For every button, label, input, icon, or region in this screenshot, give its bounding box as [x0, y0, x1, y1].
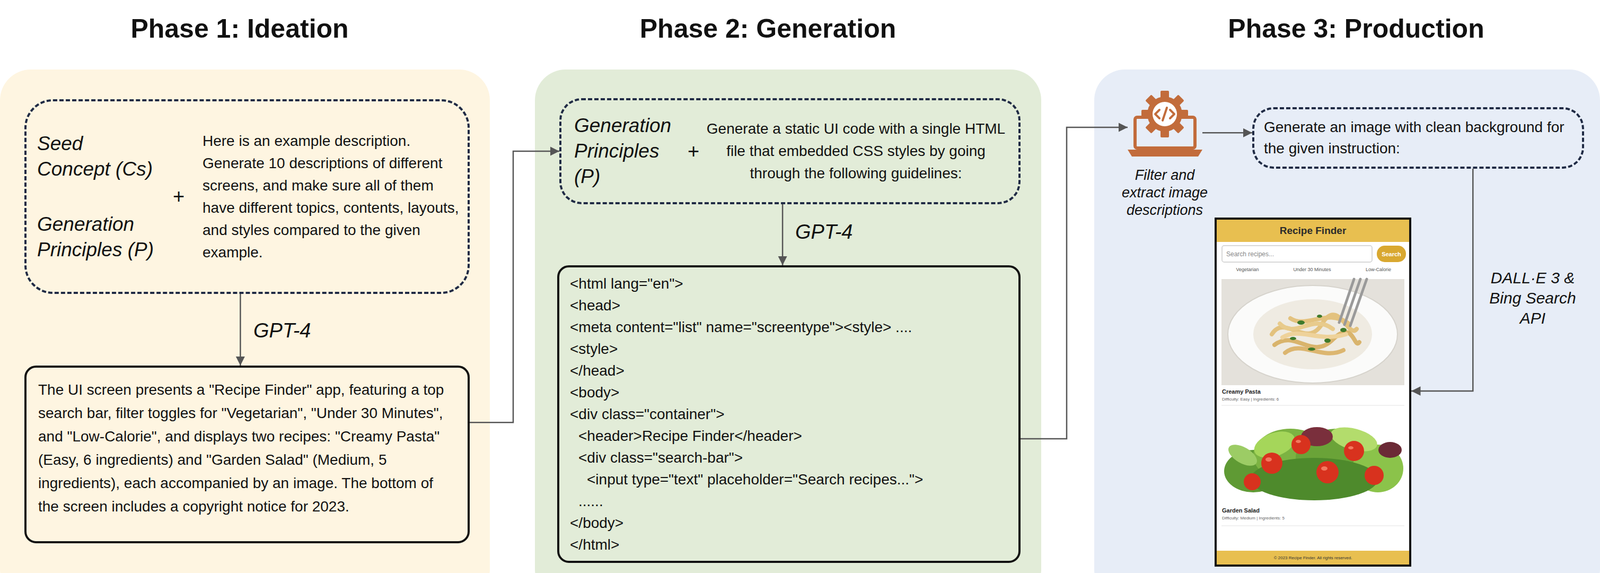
- screen-text: Difficulty: Medium | Ingredients: 5: [1222, 515, 1285, 521]
- plus-sign: +: [682, 139, 705, 163]
- edge-label: DALL·E 3 & Bing Search API: [1487, 267, 1578, 329]
- icon-caption-wrap: Filter and extract image descriptions: [1114, 166, 1216, 219]
- body-text: Generate an image with clean background …: [1263, 116, 1573, 160]
- concept-label: Seed Concept (Cs): [37, 130, 155, 182]
- screen-text-wrap: Creamy Pasta: [1222, 387, 1382, 396]
- screen-text: Search: [1381, 250, 1402, 258]
- code-line: <input type="text" placeholder="Search r…: [569, 468, 1008, 490]
- screen-text: Under 30 Minutes: [1293, 266, 1331, 272]
- edge-label-wrap: DALL·E 3 & Bing Search API: [1487, 267, 1578, 329]
- code-line: </body>: [569, 511, 1008, 534]
- filter-icon: Filter and extract image descriptions: [1127, 89, 1203, 158]
- code-line: <header>Recipe Finder</header>: [569, 424, 1008, 447]
- code-line: </html>: [569, 533, 1008, 556]
- plus-sign: +: [154, 185, 203, 208]
- prompt-text: Here is an example description. Generate…: [202, 129, 460, 264]
- code-box: <html lang="en"><head><meta content="lis…: [557, 265, 1021, 563]
- screen-text: Difficulty: Easy | Ingredients: 6: [1222, 396, 1279, 402]
- screen-text-wrap: Garden Salad: [1222, 505, 1382, 515]
- title-wrap: Phase 2: Generation: [514, 13, 1022, 45]
- screen-text: Garden Salad: [1222, 506, 1260, 514]
- connector: [239, 293, 242, 366]
- screen-text-wrap: Search: [1376, 245, 1406, 262]
- screen-text: Search recipes...: [1226, 250, 1274, 258]
- label-column: Generation Principles (P): [574, 112, 683, 190]
- screen-text-wrap: Under 30 Minutes: [1280, 265, 1344, 274]
- concept-label: Generation Principles (P): [37, 211, 155, 263]
- screen-text-wrap: Recipe Finder: [1216, 219, 1410, 242]
- edge-label-wrap: GPT-4: [795, 219, 875, 244]
- screen-text-wrap: Difficulty: Medium | Ingredients: 5: [1222, 514, 1403, 522]
- phase-title: Phase 2: Generation: [639, 13, 897, 45]
- prompt-box: Seed Concept (Cs) Generation Principles (…: [24, 99, 470, 294]
- screen-text: Recipe Finder: [1279, 224, 1347, 237]
- screen-text: Low-Calorie: [1365, 266, 1392, 272]
- code-line: <style>: [569, 337, 1008, 360]
- prompt-text: Generate a static UI code with a single …: [704, 117, 1008, 185]
- body-text: The UI screen presents a "Recipe Finder"…: [38, 377, 456, 518]
- title-wrap: Phase 1: Ideation: [0, 13, 485, 45]
- connector: [781, 204, 784, 266]
- screen-text: Creamy Pasta: [1222, 388, 1261, 395]
- edge-label: GPT-4: [795, 219, 875, 244]
- screen-text: © 2023 Recipe Finder. All rights reserve…: [1273, 555, 1353, 560]
- phone-screenshot: Recipe FinderSearch recipes... SearchVege…: [1214, 217, 1412, 567]
- screen-text-wrap: © 2023 Recipe Finder. All rights reserve…: [1216, 550, 1410, 565]
- icon-caption: Filter and extract image descriptions: [1114, 166, 1216, 219]
- code-line: ......: [569, 489, 1008, 512]
- prompt-box: Generate an image with clean background …: [1252, 107, 1585, 169]
- screen-text: Vegetarian: [1235, 266, 1259, 272]
- edge-label: GPT-4: [253, 318, 333, 343]
- label-column: Seed Concept (Cs) Generation Principles (…: [37, 130, 155, 263]
- code-line: <div class="search-bar">: [569, 446, 1008, 469]
- code-gear-icon: [1127, 89, 1203, 158]
- code-line: <meta content="list" name="screentype"><…: [569, 315, 1008, 338]
- phase-title: Phase 1: Ideation: [130, 13, 349, 45]
- screen-text-wrap: Low-Calorie: [1347, 265, 1410, 274]
- concept-label: Generation Principles (P): [574, 112, 683, 190]
- code-line: <head>: [569, 294, 1008, 316]
- screen-text-wrap: Difficulty: Easy | Ingredients: 6: [1222, 395, 1403, 403]
- phase-panel: Phase 2: GenerationGeneration Principles…: [534, 69, 1042, 573]
- code-line: <div class="container">: [569, 402, 1008, 425]
- code-line: <body>: [569, 381, 1008, 403]
- title-wrap: Phase 3: Production: [1103, 13, 1600, 45]
- screen-text-wrap: Vegetarian: [1216, 265, 1279, 274]
- code-line: <html lang="en">: [569, 272, 1008, 295]
- connector: [1202, 132, 1253, 134]
- description-box: The UI screen presents a "Recipe Finder"…: [24, 365, 470, 543]
- phase-title: Phase 3: Production: [1227, 13, 1484, 45]
- edge-label-wrap: GPT-4: [253, 318, 333, 343]
- screen-text-wrap: Search recipes...: [1226, 245, 1370, 262]
- phase-panel: Phase 1: IdeationSeed Concept (Cs)Genera…: [0, 69, 490, 573]
- code-line: </head>: [569, 359, 1008, 382]
- prompt-box: Generation Principles (P)+Generate a sta…: [559, 98, 1021, 205]
